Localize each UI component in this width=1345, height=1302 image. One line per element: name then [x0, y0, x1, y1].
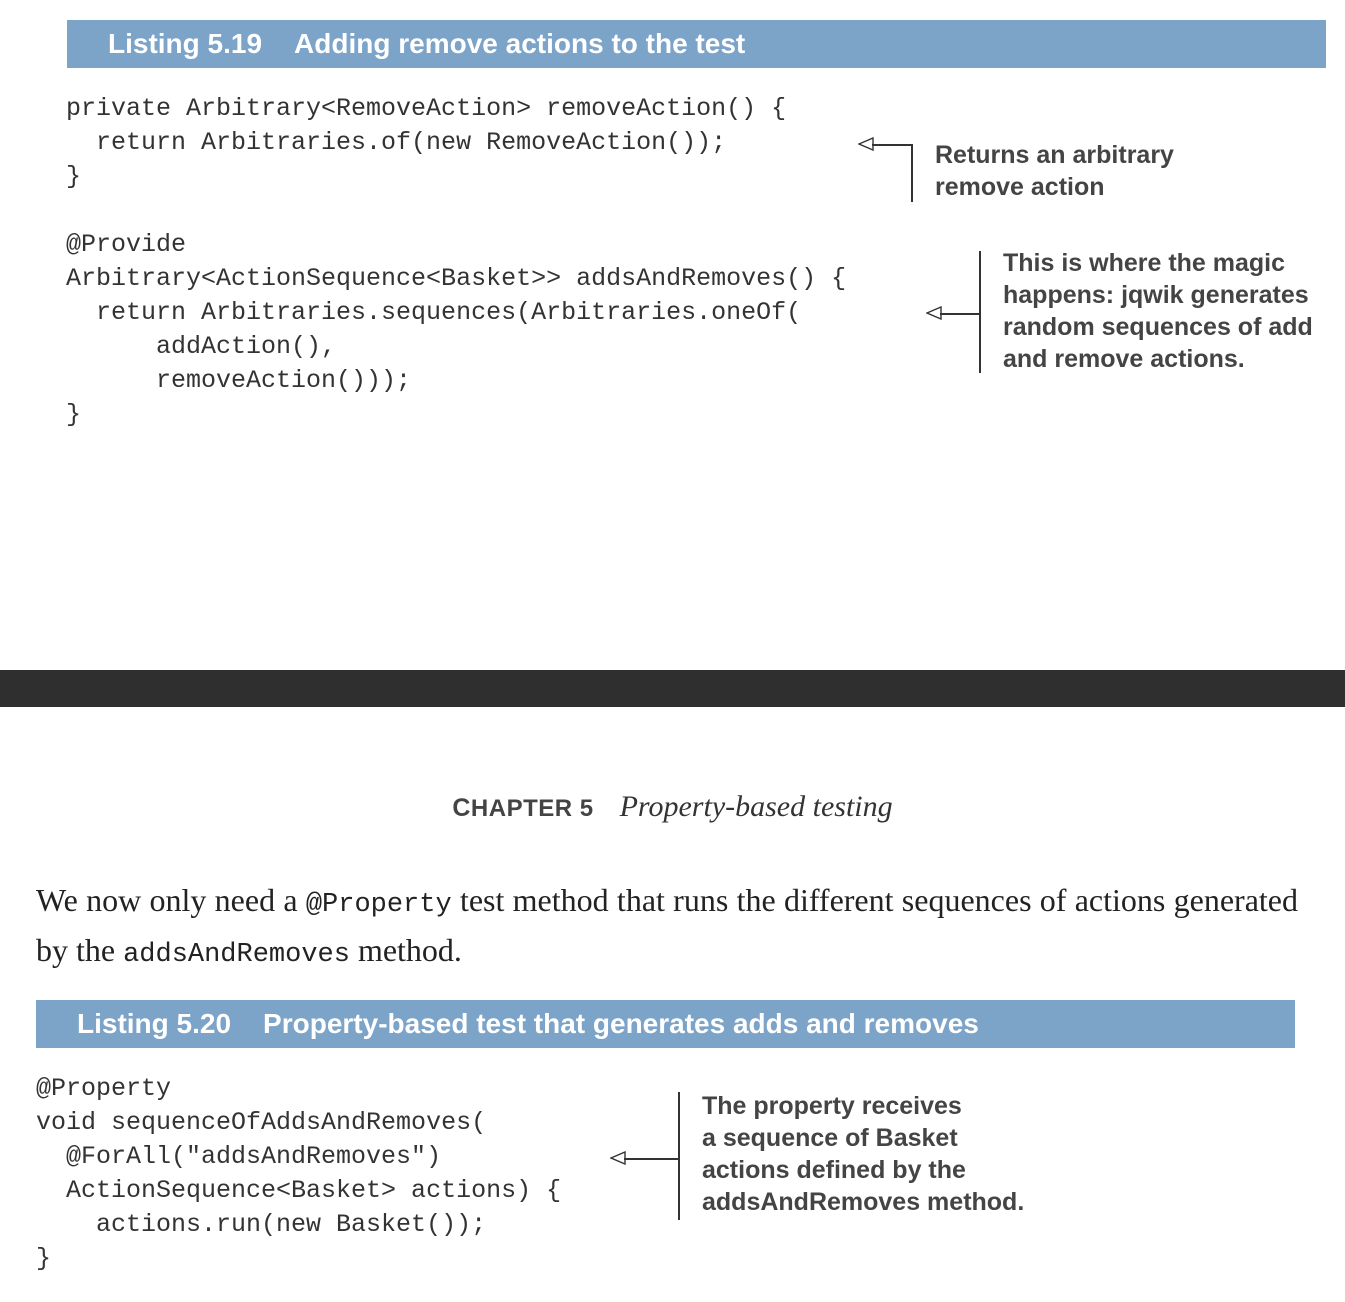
inline-code-property: @Property — [305, 890, 452, 920]
annotation-connector — [872, 144, 912, 146]
page-break-bar — [0, 670, 1345, 707]
listing-5-20-title: Property-based test that generates adds … — [263, 1008, 979, 1039]
annotation-connector — [940, 313, 980, 315]
annotation-bracket — [911, 144, 913, 202]
listing-5-19-number: Listing 5.19 — [108, 28, 263, 59]
annotation-bracket — [979, 251, 981, 373]
listing-5-19-code: private Arbitrary<RemoveAction> removeAc… — [66, 94, 847, 429]
annotation-arrow-icon — [609, 1150, 626, 1170]
body-paragraph: We now only need a @Property test method… — [36, 882, 1299, 970]
annotation-arrow-icon — [925, 305, 942, 325]
chapter-label: CHAPTER 5 — [452, 794, 594, 822]
listing-5-20-number: Listing 5.20 — [77, 1008, 232, 1039]
annotation-returns-arbitrary: Returns an arbitrary remove action — [935, 141, 1174, 201]
listing-5-20-header: Listing 5.20 Property-based test that gen… — [36, 1000, 1295, 1048]
listing-5-20-code: @Property void sequenceOfAddsAndRemoves(… — [36, 1074, 562, 1273]
annotation-connector — [624, 1158, 679, 1160]
listing-5-19-title: Adding remove actions to the test — [294, 28, 746, 59]
running-head: CHAPTER 5 Property-based testing — [0, 790, 1345, 824]
annotation-arrow-icon — [857, 136, 874, 156]
inline-code-adds-and-removes: addsAndRemoves — [123, 940, 350, 970]
annotation-magic-happens: This is where the magic happens: jqwik g… — [1003, 249, 1313, 373]
chapter-title: Property-based testing — [619, 790, 893, 823]
listing-5-19-header: Listing 5.19 Adding remove actions to the… — [67, 20, 1326, 68]
annotation-property-receives: The property receives a sequence of Bask… — [702, 1092, 1025, 1216]
annotation-bracket — [678, 1092, 680, 1220]
